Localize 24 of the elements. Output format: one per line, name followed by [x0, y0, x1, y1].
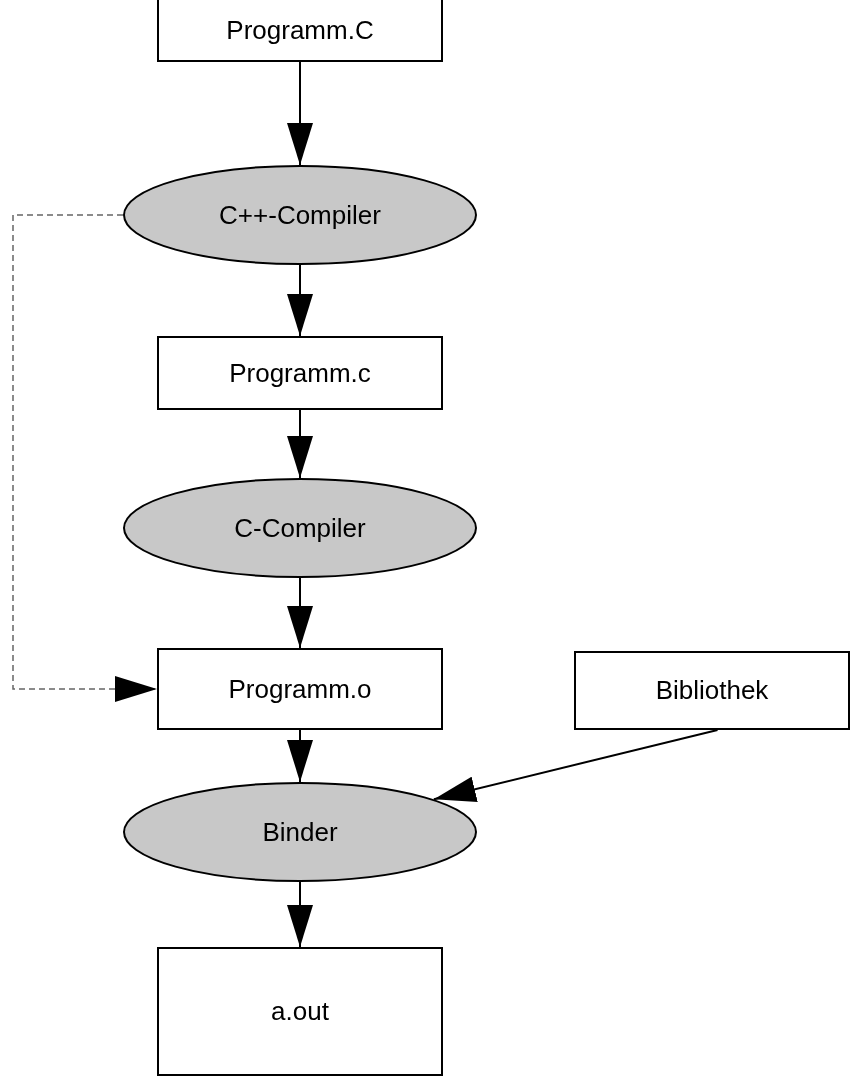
node-label: a.out: [271, 996, 329, 1027]
node-label: Bibliothek: [655, 675, 769, 706]
arrow: [287, 729, 313, 783]
node-label: C++-Compiler: [219, 199, 381, 231]
arrow: [287, 264, 313, 337]
node-label: Programm.o: [228, 673, 372, 705]
process-ellipse: [123, 782, 477, 882]
file-box: [157, 947, 443, 1076]
arrow: [432, 729, 719, 802]
node-label: Programm.C: [226, 14, 374, 46]
file-box: [574, 651, 850, 730]
arrow: [287, 881, 313, 948]
arrow: [287, 577, 313, 649]
arrow: [287, 61, 313, 166]
node-label: C-Compiler: [234, 512, 366, 544]
arrow: [287, 409, 313, 479]
dashed-arrow: [12, 214, 158, 702]
process-ellipse: [123, 165, 477, 265]
process-ellipse: [123, 478, 477, 578]
file-box: [157, 0, 443, 62]
file-box: [157, 336, 443, 410]
node-label: Binder: [262, 816, 338, 848]
node-label: Programm.c: [229, 357, 371, 389]
file-box: [157, 648, 443, 730]
